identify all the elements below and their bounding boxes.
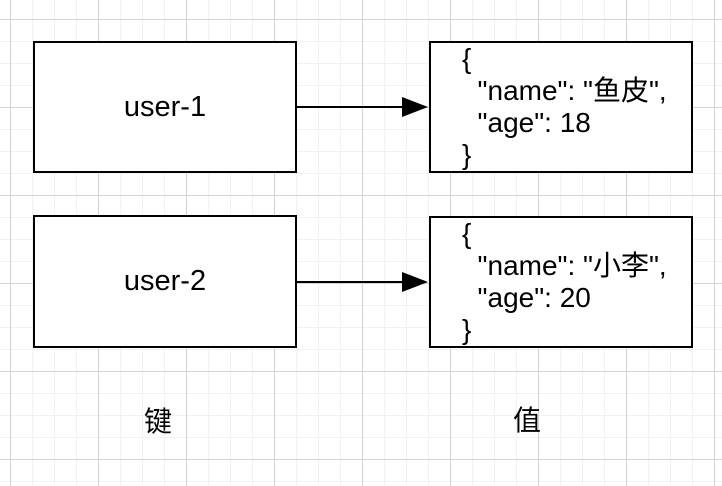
value-box-user-1[interactable]: { "name": "鱼皮", "age": 18 }: [429, 41, 693, 173]
arrowhead-icon: [402, 97, 428, 117]
key-box-user-2[interactable]: user-2: [33, 215, 297, 348]
key-box-label: user-2: [123, 265, 207, 298]
arrow-user-1-to-value[interactable]: [297, 97, 428, 117]
value-json-text: { "name": "鱼皮", "age": 18 }: [462, 43, 667, 170]
value-json-text: { "name": "小李", "age": 20 }: [462, 218, 667, 345]
value-column-label: 值: [512, 405, 542, 437]
key-box-label: user-1: [123, 90, 207, 123]
key-column-label: 键: [143, 406, 173, 438]
arrow-user-2-to-value[interactable]: [297, 272, 428, 292]
arrowhead-icon: [402, 272, 428, 292]
value-box-user-2[interactable]: { "name": "小李", "age": 20 }: [429, 216, 693, 348]
key-box-user-1[interactable]: user-1: [33, 41, 297, 173]
